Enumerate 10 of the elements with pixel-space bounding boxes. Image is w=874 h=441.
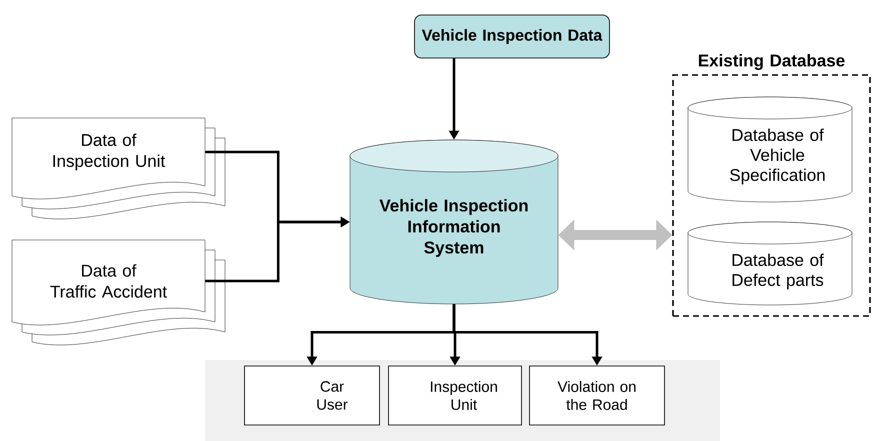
output-box: Violation on the Road <box>529 366 665 426</box>
database-cylinder: Database of Vehicle Specification <box>688 96 852 202</box>
database-cylinder: Database of Defect parts <box>688 222 852 306</box>
database-cylinder: Vehicle Inspection Information System <box>350 140 558 304</box>
output-box: Car User <box>244 366 380 426</box>
document-stack: Data of Traffic Accident <box>12 240 226 346</box>
group-heading: Existing Database <box>698 54 845 70</box>
process-box: Vehicle Inspection Data <box>414 14 610 58</box>
output-box: Inspection Unit <box>388 366 522 426</box>
document-stack: Data of Inspection Unit <box>12 118 226 220</box>
